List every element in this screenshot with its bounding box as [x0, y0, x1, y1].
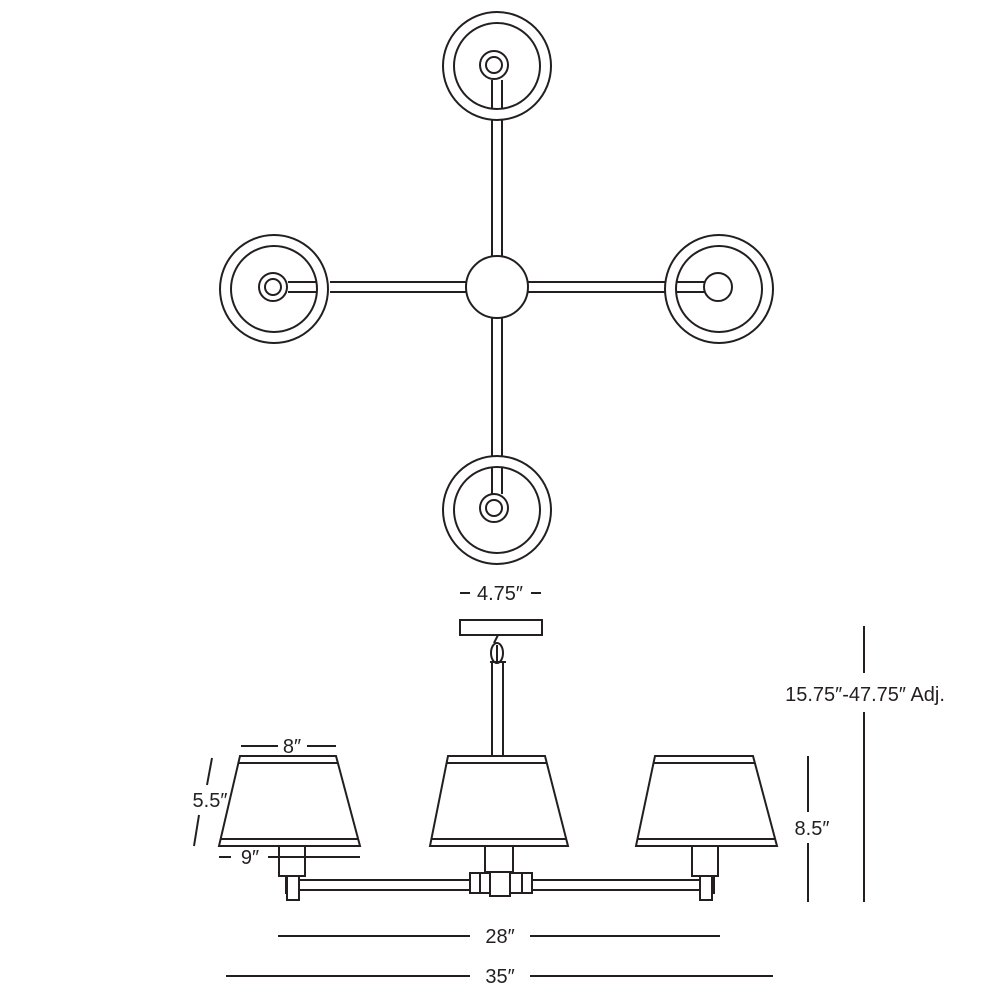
shade-height-label: 5.5″	[193, 790, 228, 812]
plan-arm-top	[491, 118, 503, 258]
canopy	[459, 619, 543, 636]
plan-arm-right	[528, 281, 665, 293]
plan-shade-right	[664, 234, 774, 344]
overall-width-label: 35″	[485, 966, 514, 988]
fixture-body-height-label: 8.5″	[795, 818, 830, 840]
lamp-right	[634, 755, 779, 901]
dimension-lines	[193, 592, 865, 977]
arm-span-label: 28″	[485, 926, 514, 948]
shade-top-diameter-label: 8″	[283, 736, 301, 758]
downrod	[491, 662, 504, 758]
shade-bottom-diameter-label: 9″	[241, 847, 259, 869]
plan-view	[219, 11, 774, 565]
plan-arm-bottom	[491, 317, 503, 456]
arm-center-block	[469, 869, 533, 897]
elevation-view	[217, 619, 779, 901]
chain-link	[490, 634, 506, 664]
canopy-width-label: 4.75″	[477, 583, 523, 605]
lamp-left	[217, 755, 362, 901]
plan-shade-top	[442, 11, 552, 121]
overall-height-label: 15.75″-47.75″ Adj.	[785, 684, 945, 706]
lamp-center	[428, 755, 570, 873]
plan-center-hub	[465, 255, 529, 319]
plan-shade-left	[219, 234, 329, 344]
plan-arm-left	[330, 281, 466, 293]
plan-shade-bottom	[442, 455, 552, 565]
